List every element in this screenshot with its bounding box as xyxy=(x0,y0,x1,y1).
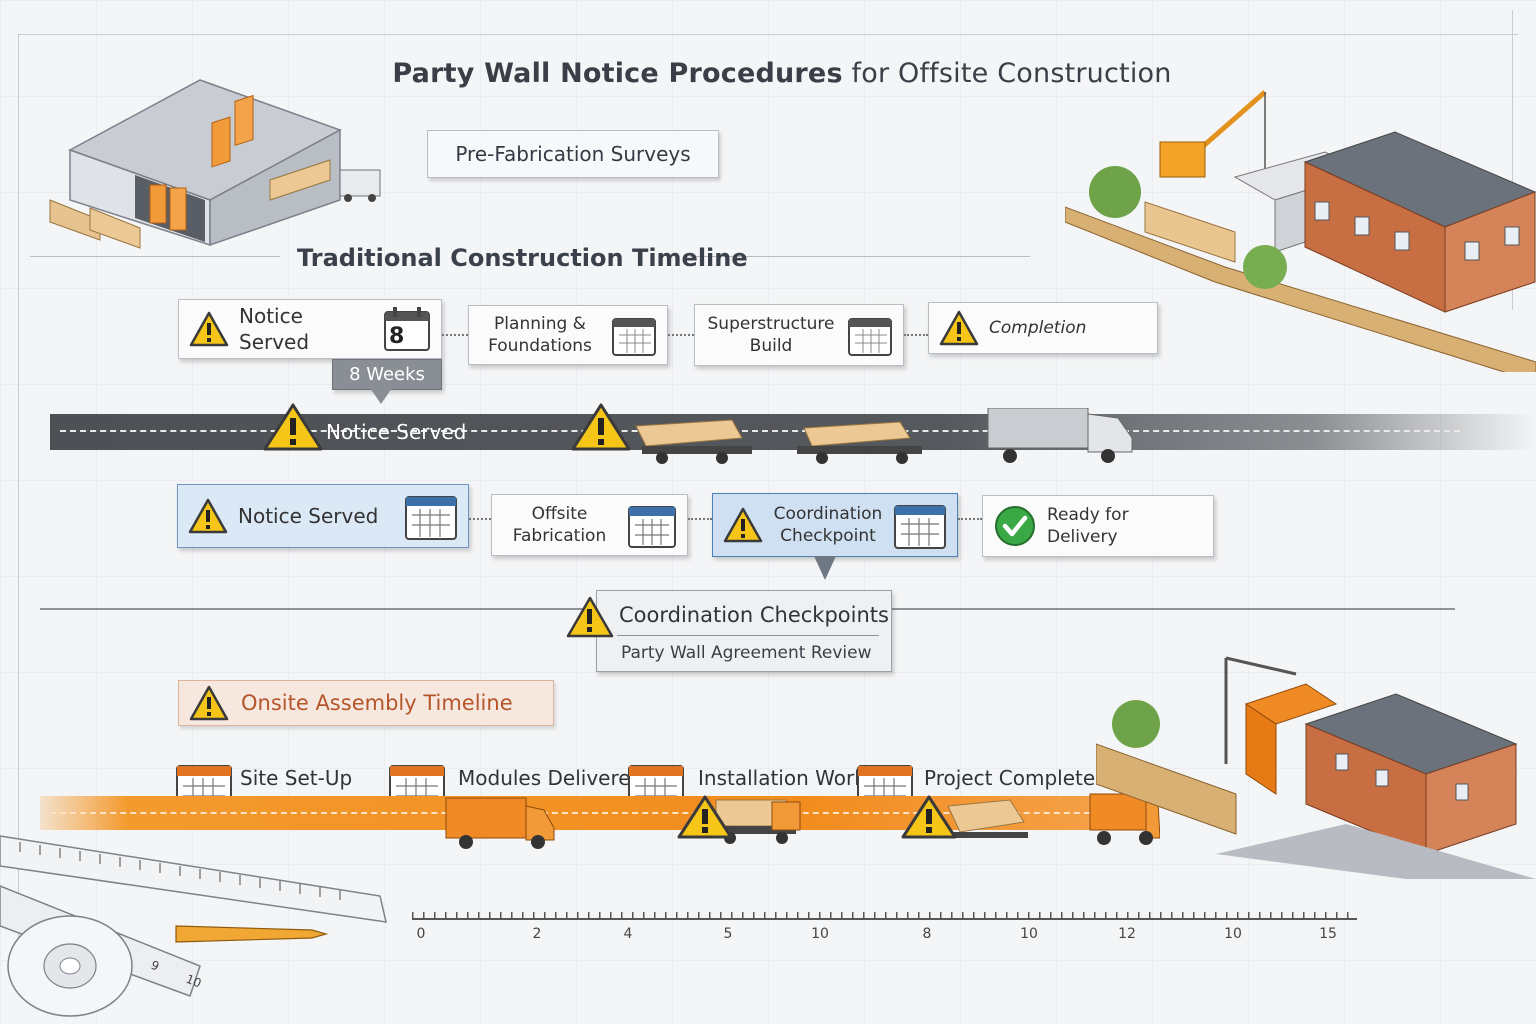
offsite-card-label: Coordination Checkpoint xyxy=(773,503,883,546)
frame-left xyxy=(18,34,19,994)
milestone-installation-work: Installation Work xyxy=(698,766,866,790)
offsite-card-coordination-checkpoint: Coordination Checkpoint xyxy=(712,493,958,557)
scale-tick: 8 xyxy=(922,926,932,942)
traditional-card-superstructure-build: Superstructure Build xyxy=(694,304,904,366)
milestone-site-set-up: Site Set-Up xyxy=(240,766,353,790)
traditional-card-label: Notice Served xyxy=(239,304,310,354)
pre-fabrication-surveys-label: Pre-Fabrication Surveys xyxy=(427,130,719,178)
offsite-card-label: Ready for Delivery xyxy=(1047,504,1129,547)
warning-icon xyxy=(939,310,979,346)
warning-icon xyxy=(189,311,229,347)
onsite-vehicles-illustration xyxy=(445,793,1160,849)
connector-dots xyxy=(668,334,694,336)
calendar-icon xyxy=(848,318,892,356)
pre-fabrication-surveys-text: Pre-Fabrication Surveys xyxy=(455,142,691,166)
warning-icon xyxy=(566,596,614,638)
heading-rule-right xyxy=(690,256,1030,257)
duration-tag: 8 Weeks xyxy=(332,359,442,390)
connector-dots xyxy=(469,518,491,520)
scale-tick: 5 xyxy=(723,926,733,942)
timeline-scale xyxy=(412,906,1357,920)
trucks-on-road-illustration xyxy=(635,408,1133,464)
heading-rule-left xyxy=(30,256,280,257)
offsite-card-notice-served: Notice Served xyxy=(177,484,469,548)
traditional-card-label: Completion xyxy=(989,317,1087,338)
traditional-card-completion: Completion xyxy=(928,302,1158,354)
frame-top xyxy=(18,34,1518,35)
coordination-checkpoints-callout: Coordination Checkpoints Party Wall Agre… xyxy=(596,590,892,672)
offsite-card-label: Offsite Fabrication xyxy=(512,503,607,546)
calendar-icon xyxy=(405,496,457,540)
traditional-timeline-heading: Traditional Construction Timeline xyxy=(297,244,748,272)
offsite-card-label: Notice Served xyxy=(238,504,379,528)
scale-tick: 0 xyxy=(416,926,426,942)
warning-icon xyxy=(188,498,228,534)
connector-dots xyxy=(904,334,928,336)
milestone-modules-delivered: Modules Delivered xyxy=(458,766,644,790)
warning-icon xyxy=(263,403,323,451)
warning-icon xyxy=(189,685,229,721)
calendar-icon: 8 xyxy=(383,306,431,352)
road-label-notice-served: Notice Served xyxy=(326,420,467,444)
frame-right xyxy=(1512,10,1513,310)
checkpoints-subtitle: Party Wall Agreement Review xyxy=(621,643,872,663)
calendar-icon xyxy=(628,506,676,548)
checkpoints-rule xyxy=(617,635,879,636)
drafting-tools-illustration: 9 10 xyxy=(0,835,387,1017)
checkpoints-title: Coordination Checkpoints xyxy=(619,603,889,627)
calendar-icon xyxy=(612,318,656,356)
onsite-road-dashes xyxy=(50,812,1130,814)
traditional-card-planning-foundations: Planning & Foundations xyxy=(468,305,668,365)
warning-icon xyxy=(723,507,763,543)
checkpoint-pointer xyxy=(814,556,836,580)
connector-dots xyxy=(958,518,982,520)
title-rest: for Offsite Construction xyxy=(851,58,1172,89)
scale-tick: 12 xyxy=(1118,926,1136,942)
page-title: Party Wall Notice Procedures for Offsite… xyxy=(0,58,1536,89)
onsite-housing-illustration xyxy=(1096,656,1536,879)
traditional-card-notice-served: Notice Served 8 xyxy=(178,299,442,359)
connector-dots xyxy=(688,518,712,520)
warning-icon xyxy=(901,795,957,839)
scale-tick: 15 xyxy=(1319,926,1337,942)
calendar-icon xyxy=(894,505,946,549)
warehouse-illustration xyxy=(49,79,381,249)
offsite-card-ready-for-delivery: Ready for Delivery xyxy=(982,495,1214,557)
scale-tick: 2 xyxy=(532,926,542,942)
onsite-timeline-heading: Onsite Assembly Timeline xyxy=(241,691,513,715)
warning-icon xyxy=(571,403,631,451)
offsite-card-offsite-fabrication: Offsite Fabrication xyxy=(491,494,688,556)
traditional-road-dashes xyxy=(60,430,1460,432)
scale-tick: 10 xyxy=(1020,926,1038,942)
scale-tick: 4 xyxy=(623,926,633,942)
traditional-card-label: Planning & Foundations xyxy=(488,313,592,356)
warning-icon xyxy=(677,795,733,839)
title-bold: Party Wall Notice Procedures xyxy=(392,58,843,89)
svg-text:10: 10 xyxy=(184,972,203,991)
duration-tag-text: 8 Weeks xyxy=(349,364,425,385)
check-icon xyxy=(995,506,1035,546)
milestone-project-complete: Project Complete xyxy=(924,766,1096,790)
scale-tick: 10 xyxy=(811,926,829,942)
onsite-timeline-heading-box: Onsite Assembly Timeline xyxy=(178,680,554,726)
connector-dots xyxy=(442,334,468,336)
duration-tag-pointer xyxy=(370,388,392,404)
calendar-number: 8 xyxy=(389,324,405,349)
terraced-houses-crane-illustration xyxy=(1065,90,1536,372)
traditional-card-label: Superstructure Build xyxy=(707,313,835,356)
scale-tick: 10 xyxy=(1224,926,1242,942)
